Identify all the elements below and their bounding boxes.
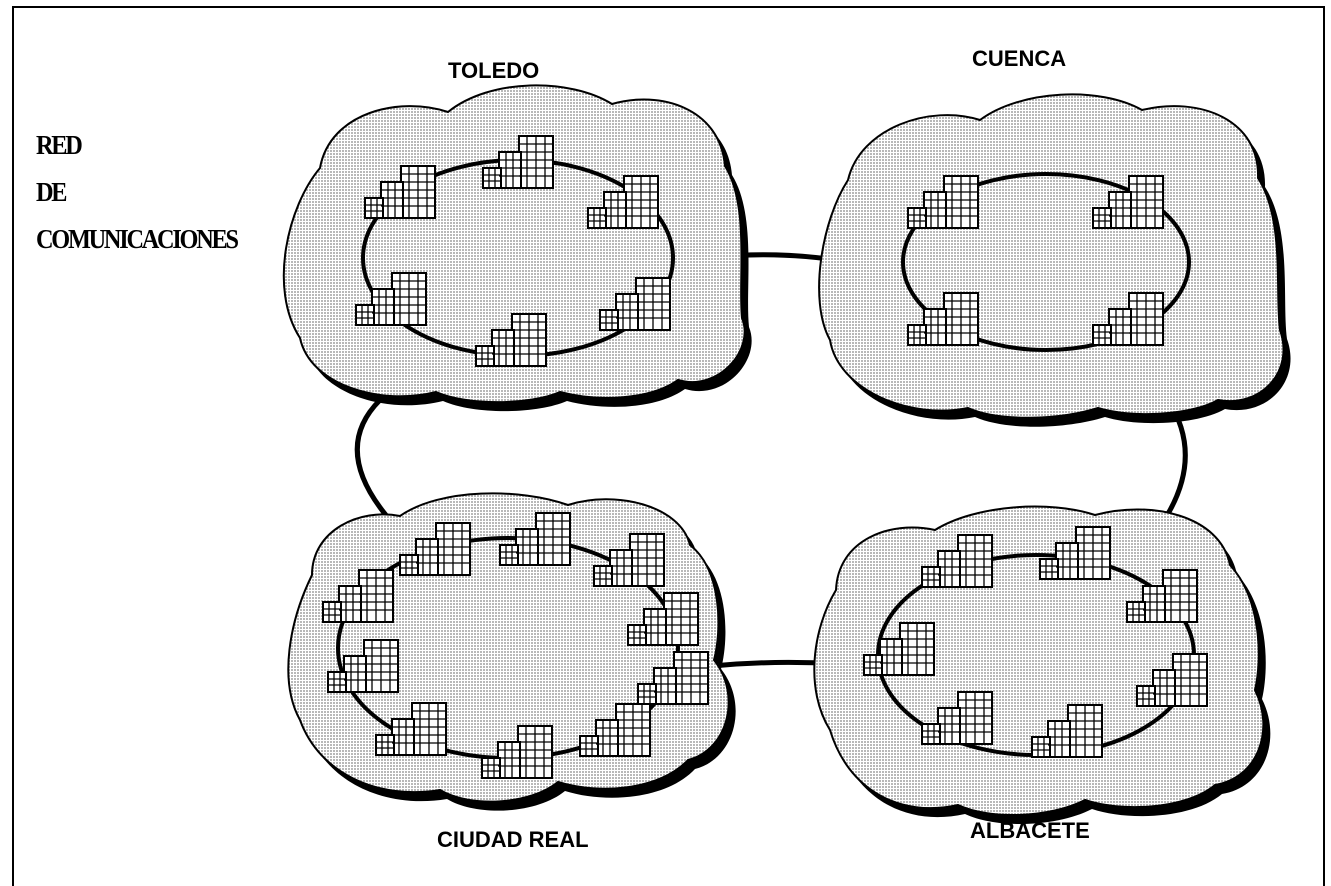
link-toledo-ciudad-real: [354, 398, 392, 522]
cloud-albacete: [813, 505, 1271, 825]
title-line-3: COMUNICACIONES: [36, 224, 239, 254]
diagram-title: RED DE COMUNICACIONES: [36, 122, 259, 263]
label-cuenca: CUENCA: [972, 46, 1067, 71]
cloud-ciudad-real: [287, 492, 736, 811]
label-ciudad-real: CIUDAD REAL: [437, 827, 589, 852]
cloud-toledo: [282, 84, 752, 412]
cloud-cuenca: [818, 93, 1291, 427]
title-line-1: RED: [36, 130, 83, 160]
diagram-frame: [12, 6, 1325, 886]
title-line-2: DE: [36, 177, 68, 207]
label-toledo: TOLEDO: [448, 58, 540, 83]
